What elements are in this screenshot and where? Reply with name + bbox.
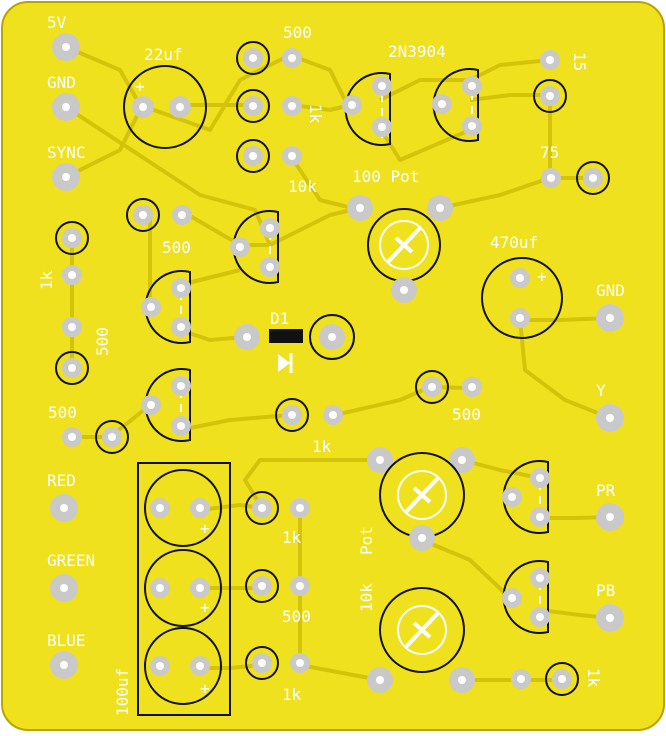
label-pr: PR [596,481,616,500]
label-5v: 5V [47,13,67,32]
transistor-mid-upper [230,210,280,284]
resistor-1k-bottom-upper [245,491,310,525]
label-cap-470uf: 470uf [490,233,538,252]
resistor-1k-mid [275,398,343,432]
label-y: Y [596,381,606,400]
label-r75: 75 [540,143,559,162]
transistor-pr [502,460,550,534]
label-d1: D1 [270,309,289,328]
potentiometer-100 [347,195,453,303]
svg-text:+: + [200,679,210,698]
pad-y[interactable] [596,404,624,432]
label-gnd-left: GND [47,73,76,92]
label-gnd-right: GND [596,281,625,300]
label-r500-top: 500 [283,23,312,42]
svg-text:+: + [200,519,210,538]
transistor-pb [502,560,550,634]
transistor-2n3904-left [342,72,392,146]
resistor-small-left-top [126,198,192,232]
label-r1k-left: 1k [37,270,56,290]
capacitor-100uf-bank: + + + [137,462,231,716]
potentiometer-upper-bottom [367,447,475,551]
label-r500-right: 500 [452,405,481,424]
pad-5v[interactable] [52,33,80,61]
pad-blue[interactable] [50,651,78,679]
capacitor-470uf: + [481,257,563,339]
resistor-500-left-vertical [55,317,89,385]
resistor-10k-top [236,139,302,173]
label-blue: BLUE [47,631,86,650]
plus-icon: + [135,77,145,96]
resistor-15 [533,50,567,113]
capacitor-22uf: + [123,65,207,149]
diode-d1 [234,314,355,373]
label-r500-bottom: 500 [282,607,311,626]
resistor-1k-bottom-lower [245,646,310,680]
pad-green[interactable] [50,574,78,602]
label-green: GREEN [47,551,95,570]
resistor-500-bottom [245,569,310,603]
label-pb: PB [596,581,615,600]
label-pot-100: 100 Pot [352,167,419,186]
transistor-left-lower [141,368,191,442]
label-r500-left-vertical: 500 [93,327,112,356]
transistor-left-upper [141,270,191,344]
resistor-75 [541,161,610,195]
pad-pr[interactable] [596,503,624,531]
resistor-1k-top [236,89,302,123]
resistor-500-top [236,41,302,75]
label-r1k-bottom-upper: 1k [282,528,302,547]
pad-gnd-right[interactable] [596,304,624,332]
potentiometer-10k [367,587,475,693]
resistor-1k-bottom-right [511,662,579,696]
label-red: RED [47,471,76,490]
label-r10k-top: 10k [288,177,317,196]
label-r15: 15 [570,52,589,71]
label-pot-lower: Pot [357,526,376,555]
diode-icon [278,353,293,373]
label-r500-mid: 500 [162,238,191,257]
resistor-500-right [415,370,482,404]
label-r500-left: 500 [48,403,77,422]
silkscreen-labels: 5V GND SYNC 22uf 500 1k 10k 2N3904 15 75… [37,13,625,716]
svg-text:+: + [200,598,210,617]
label-sync: SYNC [47,143,86,162]
pad-red[interactable] [50,494,78,522]
label-2n3904: 2N3904 [388,42,446,61]
resistor-500-left [62,420,129,454]
label-cap-22uf: 22uf [144,45,183,64]
pad-sync[interactable] [52,163,80,191]
svg-text:+: + [537,267,547,286]
pad-gnd-left[interactable] [52,93,80,121]
label-r1k-bottom-lower: 1k [282,685,302,704]
label-cap-100uf: 100uf [113,668,132,716]
pad-pb[interactable] [596,604,624,632]
label-r1k-bottom-right: 1k [584,668,603,688]
resistor-1k-left [55,221,89,285]
label-r1k-mid: 1k [312,437,332,456]
label-pot-10k: 10k [357,583,376,612]
label-r1k-top: 1k [306,104,325,124]
transistor-2n3904-right [432,68,482,142]
